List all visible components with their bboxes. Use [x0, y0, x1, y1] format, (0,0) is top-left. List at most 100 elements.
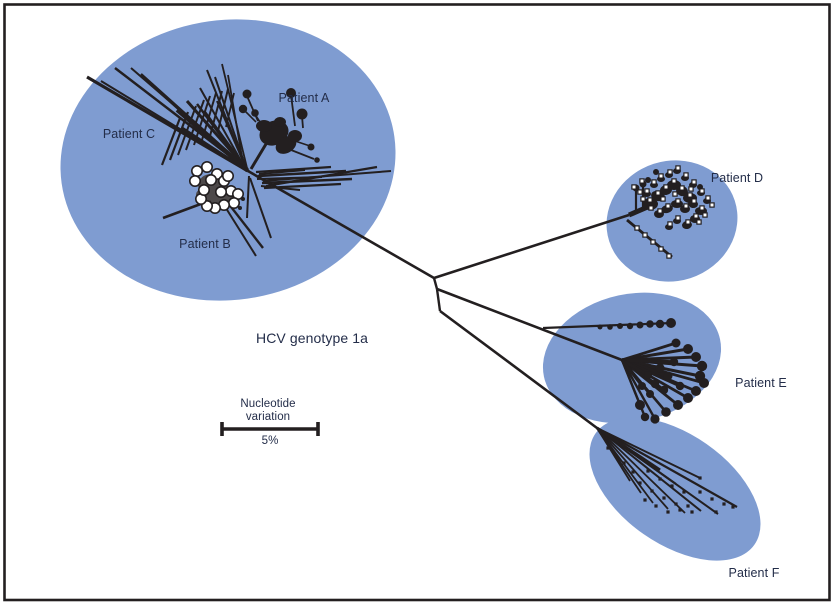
- taxon-dot: [646, 320, 654, 328]
- taxon-dot: [666, 318, 676, 328]
- branch-spike: [193, 95, 211, 146]
- sequence-blob: [256, 120, 272, 132]
- taxon-white-square: [666, 253, 672, 259]
- taxon-dot: [696, 360, 708, 372]
- taxon-white-square: [631, 184, 637, 190]
- taxon-dot: [669, 357, 679, 367]
- tree-branch: [439, 309, 598, 430]
- branch-spike: [596, 427, 738, 508]
- taxon-white-square: [683, 172, 689, 178]
- taxon-dot: [626, 322, 634, 330]
- taxon-dot: [286, 88, 296, 98]
- taxon-dot: [699, 378, 709, 388]
- taxon-open-circle: [191, 165, 204, 178]
- branch-spike: [620, 359, 644, 387]
- taxon-dot: [607, 324, 613, 330]
- taxon-dot: [683, 344, 693, 354]
- taxon-open-circle: [189, 175, 202, 188]
- cluster-d: [606, 160, 738, 282]
- taxon-white-square: [699, 205, 705, 211]
- taxon-dot: [314, 157, 320, 163]
- taxon-dot: [597, 324, 603, 330]
- taxon-white-square: [691, 198, 697, 204]
- taxon-black-square: [662, 496, 666, 500]
- scalebar-value: 5%: [261, 435, 279, 447]
- label-patient-e: Patient E: [735, 376, 787, 390]
- label-patient-f: Patient F: [728, 566, 780, 580]
- branch-spike: [596, 427, 701, 479]
- taxon-black-square: [678, 508, 682, 512]
- taxon-dot: [251, 109, 259, 117]
- taxon-white-square: [699, 188, 705, 194]
- sequence-blob: [676, 185, 688, 197]
- taxon-white-square: [642, 232, 648, 238]
- taxon-white-square: [687, 192, 693, 198]
- branch-spike: [621, 358, 675, 364]
- taxon-white-square: [683, 203, 689, 209]
- taxon-white-square: [637, 189, 643, 195]
- taxon-dot: [675, 381, 685, 391]
- taxon-dot: [661, 407, 671, 417]
- label-patient-d: Patient D: [710, 171, 764, 185]
- branch-spike: [621, 358, 649, 377]
- sequence-blob: [653, 169, 659, 175]
- branch-spike: [225, 92, 235, 128]
- tree-branch: [432, 277, 439, 290]
- taxon-white-square: [639, 178, 645, 184]
- branch-spike: [260, 185, 301, 191]
- taxon-dot: [644, 371, 652, 379]
- branch-spike: [249, 143, 268, 170]
- taxon-black-square: [654, 504, 658, 508]
- branch-spike: [246, 175, 250, 219]
- taxon-dot: [646, 390, 654, 398]
- taxon-white-square: [696, 219, 702, 225]
- taxon-white-square: [663, 184, 669, 190]
- taxon-white-square: [675, 215, 681, 221]
- taxon-white-square: [640, 196, 646, 202]
- taxon-white-square: [691, 179, 697, 185]
- branch-spike: [209, 90, 223, 137]
- taxon-black-square: [682, 490, 686, 494]
- taxon-open-circle: [222, 170, 235, 183]
- taxon-black-square: [614, 454, 618, 458]
- taxon-black-square: [670, 484, 674, 488]
- taxon-black-square: [731, 505, 735, 509]
- taxon-white-square: [655, 190, 661, 196]
- branch-spike: [223, 204, 257, 257]
- branch-spike: [227, 202, 264, 249]
- taxon-white-square: [651, 179, 657, 185]
- taxon-white-square: [671, 178, 677, 184]
- branch-spike: [177, 105, 197, 156]
- branch-spike: [249, 177, 272, 239]
- taxon-black-square: [650, 489, 654, 493]
- figure-border: [3, 3, 831, 602]
- taxon-white-square: [648, 205, 654, 211]
- taxon-black-square: [698, 490, 702, 494]
- branch-spike: [227, 74, 245, 170]
- taxon-dot: [673, 400, 683, 410]
- taxon-black-square: [643, 498, 647, 502]
- tree-branch: [436, 287, 623, 362]
- taxon-white-square: [658, 246, 664, 252]
- tree-branch: [433, 213, 630, 280]
- taxon-dot: [238, 206, 242, 210]
- taxon-black-square: [698, 476, 702, 480]
- taxon-black-square: [710, 497, 714, 501]
- taxon-dot: [238, 104, 248, 114]
- branch-spike: [290, 94, 296, 127]
- taxon-white-square: [688, 186, 694, 192]
- branch-spike: [257, 169, 347, 178]
- taxon-black-square: [658, 477, 662, 481]
- taxon-open-circle: [201, 161, 214, 174]
- label-patient-c: Patient C: [102, 127, 156, 141]
- scalebar-title-line2: variation: [245, 411, 291, 423]
- branch-spike: [201, 92, 217, 141]
- branch-spike: [596, 427, 686, 514]
- branch-spike: [217, 88, 229, 132]
- taxon-white-square: [647, 197, 653, 203]
- taxon-dot: [242, 89, 252, 99]
- taxon-white-square: [685, 219, 691, 225]
- taxon-dot: [636, 321, 644, 329]
- taxon-dot: [691, 386, 701, 396]
